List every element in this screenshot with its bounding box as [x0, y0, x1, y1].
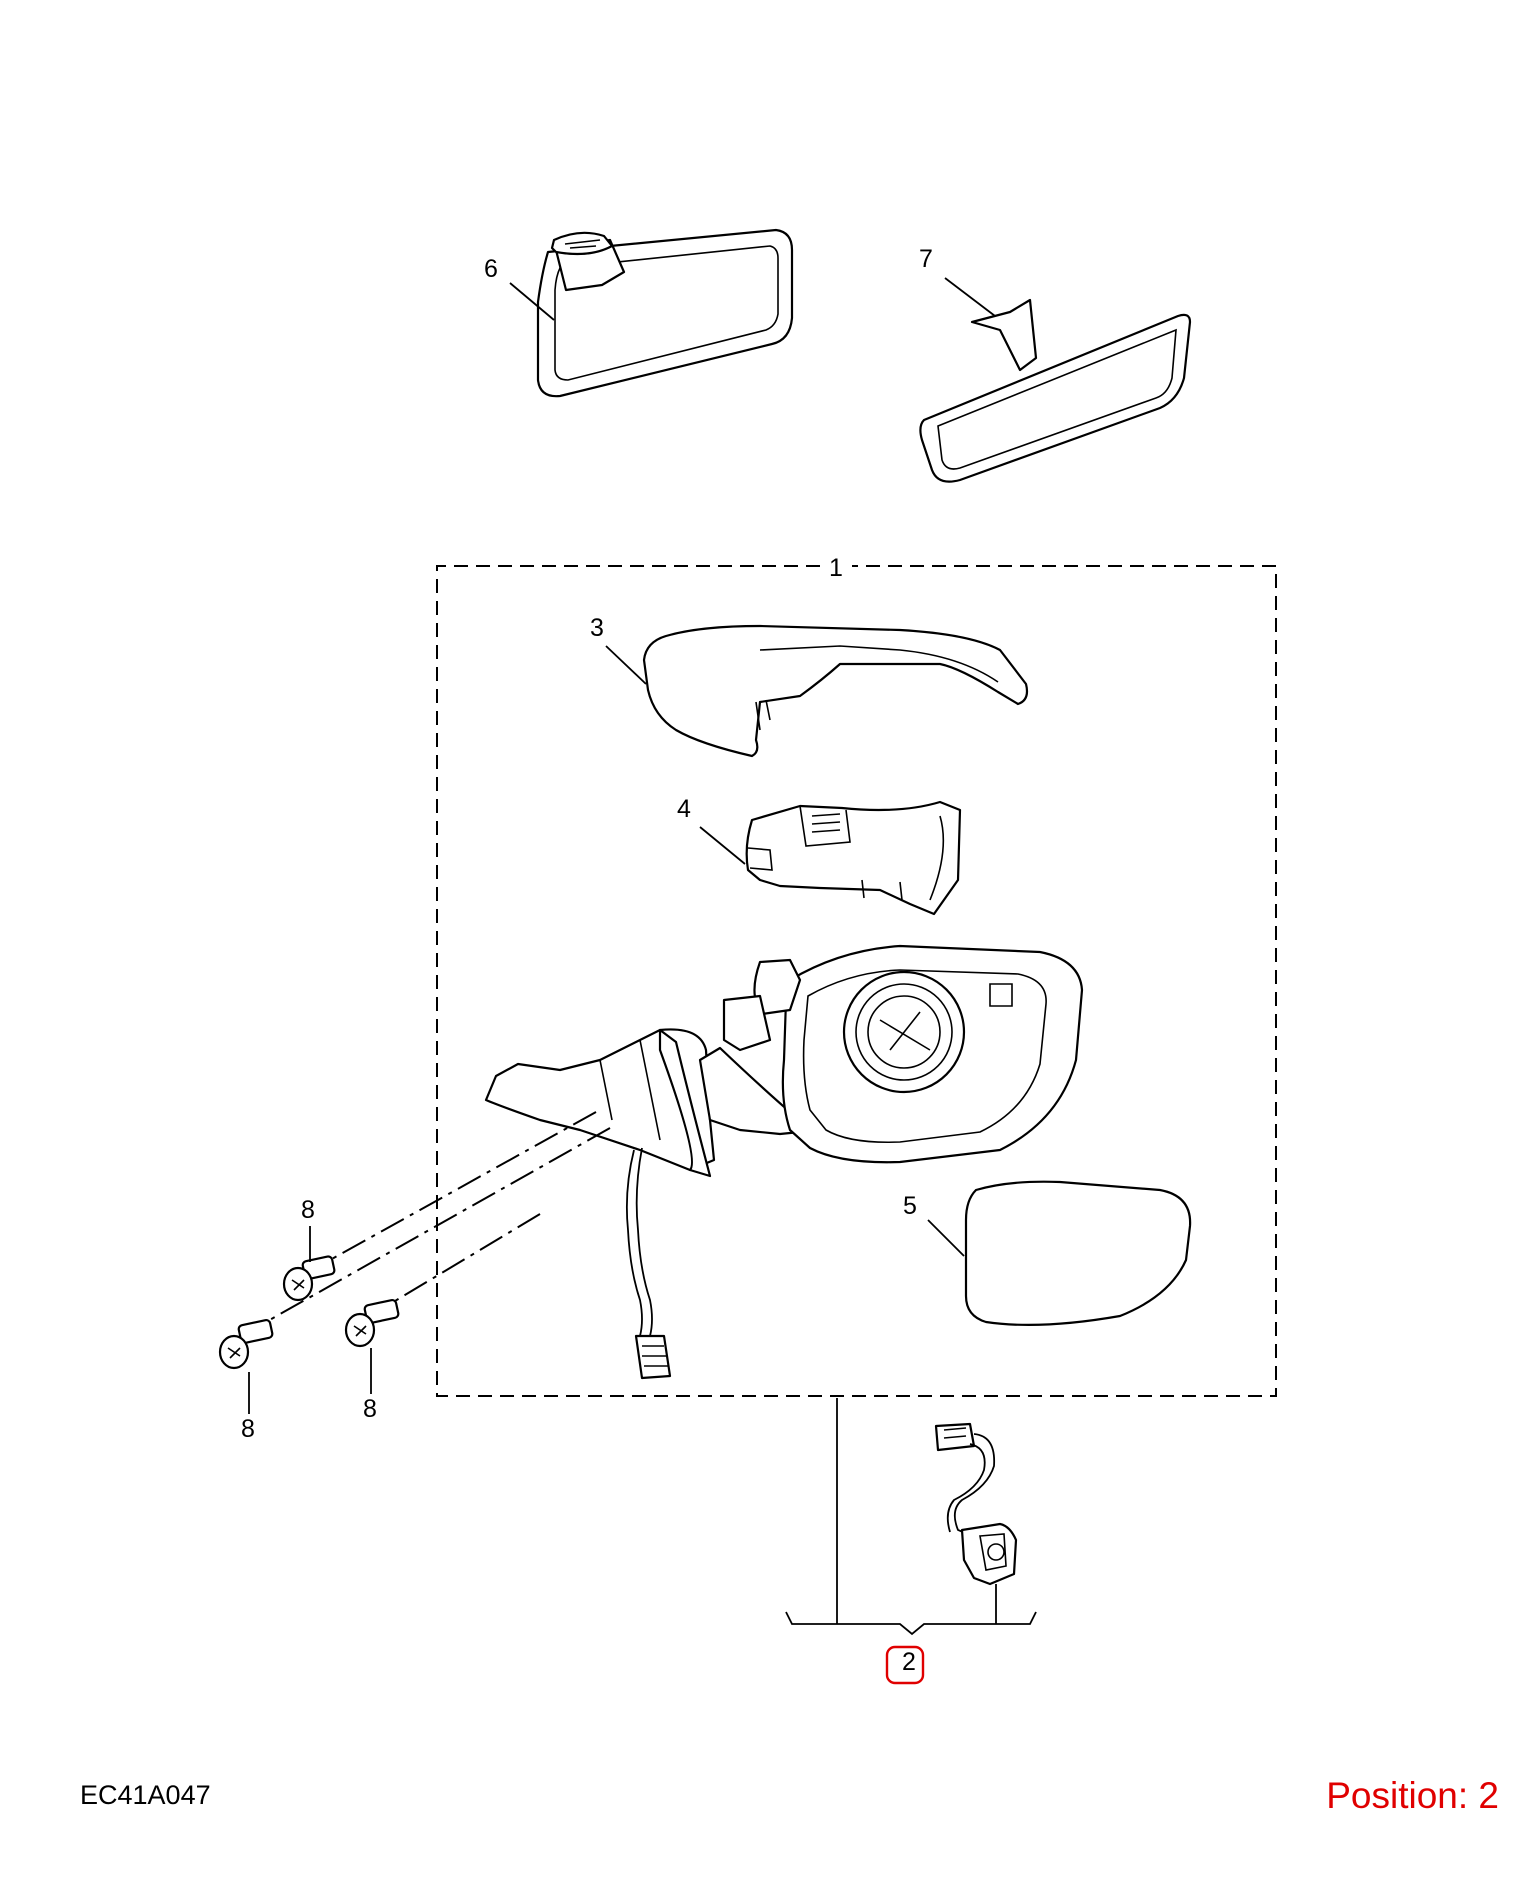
figure-code: EC41A047: [80, 1780, 211, 1810]
position-label: Position: 2: [1326, 1775, 1499, 1816]
mirror-housing-assembly[interactable]: [484, 944, 1084, 1380]
part-8-screw-b[interactable]: [218, 1318, 274, 1370]
part-3-mirror-cover[interactable]: [642, 624, 1029, 758]
install-line-8b: [265, 1127, 611, 1323]
part-8-screw-c[interactable]: [344, 1298, 400, 1348]
callout-6: 6: [484, 255, 498, 283]
bracket-2: [785, 1611, 1037, 1636]
callout-1: 1: [829, 554, 843, 582]
part-2-camera-harness[interactable]: [934, 1422, 1018, 1586]
callout-8-a: 8: [301, 1196, 315, 1224]
part-5-mirror-glass[interactable]: [964, 1180, 1192, 1326]
leader-6: [509, 282, 555, 321]
part-8-screw-a[interactable]: [282, 1255, 336, 1302]
kit-1-boundary: [436, 565, 1277, 1397]
leader-3: [605, 645, 647, 685]
callout-5: 5: [903, 1192, 917, 1220]
callout-7: 7: [919, 245, 933, 273]
part-6-interior-mirror[interactable]: [536, 228, 794, 398]
install-line-8a: [329, 1111, 597, 1261]
leader-4: [699, 826, 746, 865]
install-line-8c: [389, 1213, 541, 1305]
part-7-interior-mirror[interactable]: [919, 298, 1192, 483]
callout-3: 3: [590, 614, 604, 642]
leader-5: [927, 1219, 965, 1257]
callout-8-b: 8: [241, 1415, 255, 1443]
callout-2[interactable]: 2: [902, 1648, 916, 1676]
callout-8-c: 8: [363, 1395, 377, 1423]
highlight-callout-2: [885, 1645, 925, 1685]
leader-7: [944, 277, 996, 317]
part-4-turn-signal-lamp[interactable]: [745, 800, 962, 916]
callout-4: 4: [677, 795, 691, 823]
